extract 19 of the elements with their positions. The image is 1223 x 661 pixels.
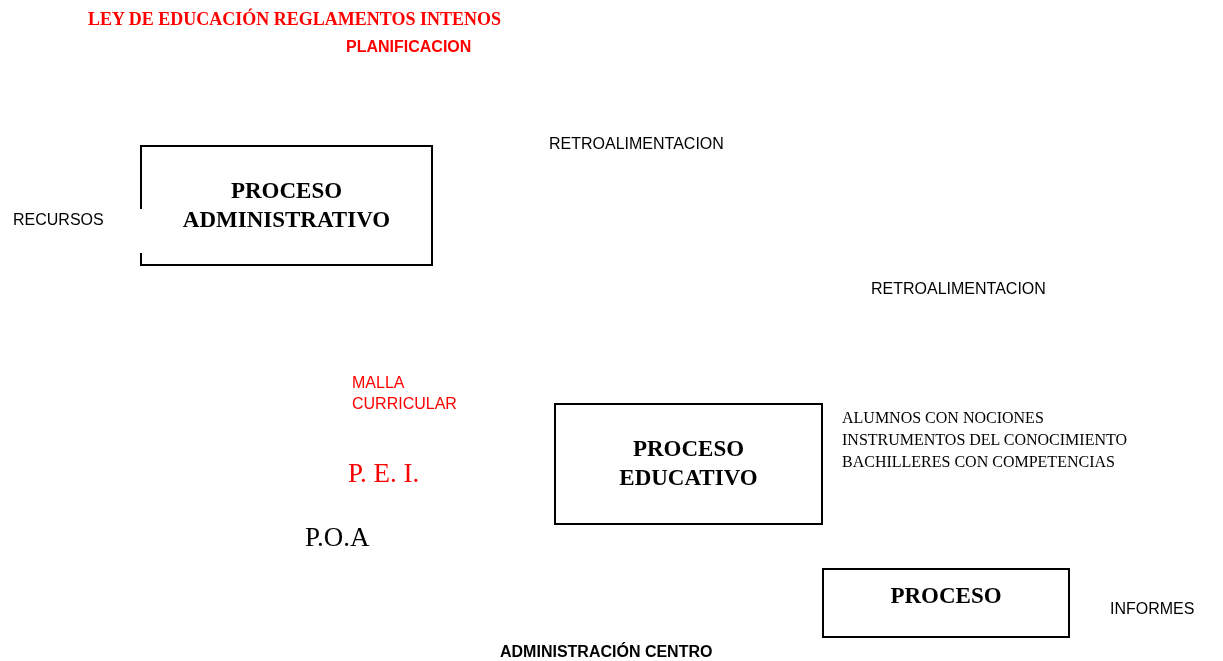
annotation-text: ADMINISTRACIÓN CENTRO xyxy=(500,642,713,661)
annotation-text: ALUMNOS CON NOCIONES xyxy=(842,408,1044,428)
process-box xyxy=(140,145,433,266)
box-title: PROCESO xyxy=(890,582,1002,610)
annotation-text: MALLA CURRICULAR xyxy=(352,373,458,414)
annotation-text: RETROALIMENTACION xyxy=(871,279,1046,299)
annotation-text: BACHILLERES CON COMPETENCIAS xyxy=(842,452,1115,472)
box-title: PROCESO ADMINISTRATIVO xyxy=(181,176,392,234)
annotation-text: P. E. I. xyxy=(348,457,420,490)
annotation-text: P.O.A xyxy=(305,521,370,554)
annotation-text: RECURSOS xyxy=(13,210,104,230)
process-box xyxy=(822,568,1070,638)
process-box xyxy=(554,403,823,525)
box-title: PROCESO EDUCATIVO xyxy=(618,435,759,492)
annotation-text: INFORMES xyxy=(1110,599,1195,619)
annotation-text: INSTRUMENTOS DEL CONOCIMIENTO xyxy=(842,430,1128,450)
annotation-text: LEY DE EDUCACIÓN REGLAMENTOS INTENOS xyxy=(88,8,502,31)
annotation-text: PLANIFICACION xyxy=(346,37,472,57)
annotation-text: RETROALIMENTACION xyxy=(549,134,724,154)
